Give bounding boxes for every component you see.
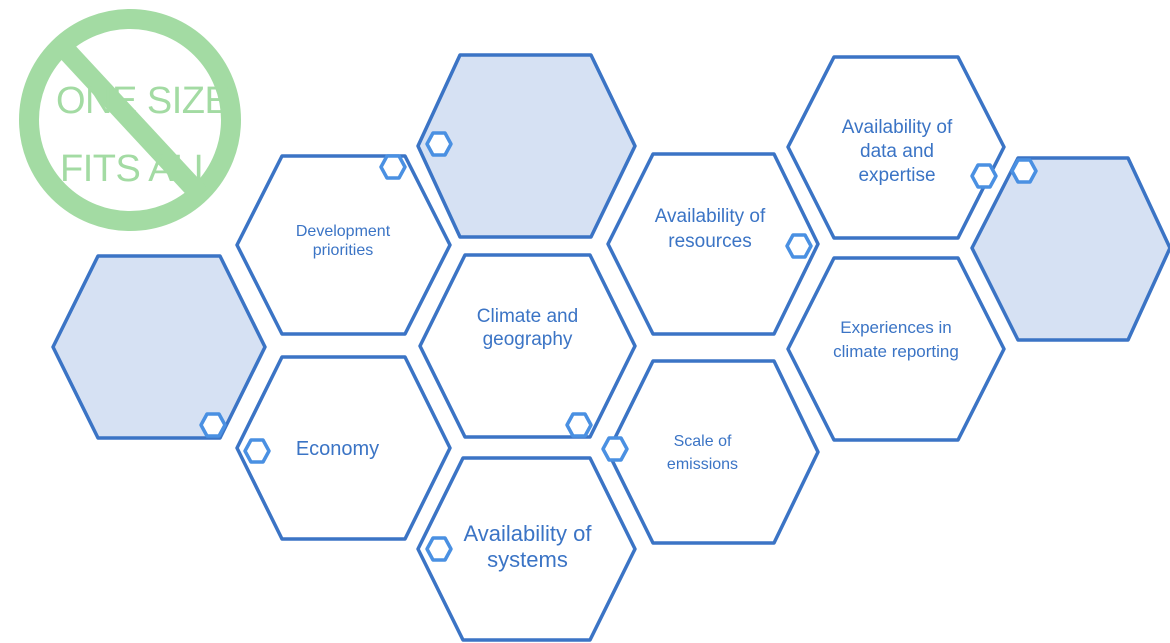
hex-availability-of-resources: [606, 152, 820, 336]
small-hex-connector: [970, 163, 998, 189]
hex-left-blank: [51, 254, 267, 440]
hex-right-blank: [970, 156, 1170, 342]
label-development-priorities: Development priorities: [295, 223, 391, 260]
label-availability-of-data-and-expertise: Availability of data and expertise: [841, 117, 953, 186]
label-availability-of-systems: Availability of systems: [463, 521, 592, 573]
hex-availability-of-systems: [416, 456, 637, 642]
hex-availability-of-data-and-expertise: [786, 55, 1006, 240]
small-hex-connector: [785, 233, 813, 259]
label-scale-of-emissions: Scale of emissions: [666, 433, 739, 474]
label-economy: Economy: [295, 438, 380, 460]
small-hex-connector: [601, 436, 629, 462]
hex-experiences-in-climate-reporting: [786, 256, 1006, 442]
small-hex-connector: [425, 536, 453, 562]
small-hex-connector: [243, 438, 271, 464]
small-hex-connector: [199, 412, 227, 438]
small-hex-connector: [425, 131, 453, 157]
small-hex-connector: [379, 154, 407, 180]
small-hex-connector: [565, 412, 593, 438]
small-hex-connector: [1010, 158, 1038, 184]
sign-text-line1: ONE SIZE: [56, 80, 230, 122]
hex-scale-of-emissions: [606, 359, 820, 545]
hex-development-priorities: [235, 154, 452, 336]
hex-top-blank: [416, 53, 637, 239]
label-availability-of-resources: Availability of resources: [654, 206, 766, 252]
sign-text-line2: FITS ALL: [60, 148, 215, 190]
label-experiences-in-climate-reporting: Experiences in climate reporting: [833, 318, 959, 361]
no-one-size-fits-all-icon: [19, 9, 241, 231]
hex-economy: [235, 355, 452, 541]
label-climate-and-geography: Climate and geography: [476, 306, 579, 350]
hex-climate-and-geography: [418, 253, 637, 439]
